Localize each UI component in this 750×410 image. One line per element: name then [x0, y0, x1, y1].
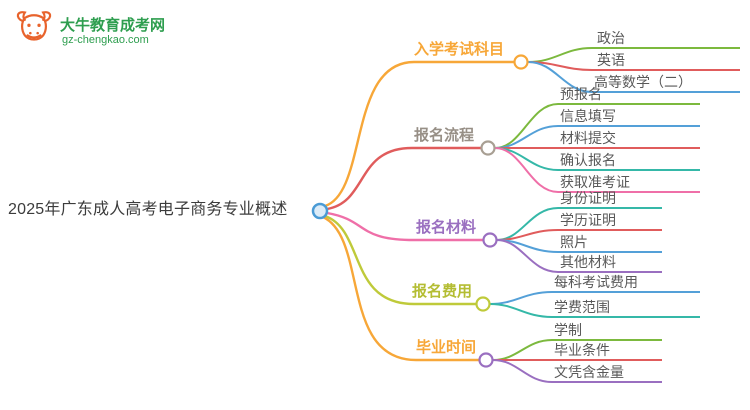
leaf-other-materials: 其他材料 — [560, 254, 616, 270]
center-topic: 2025年广东成人高考电子商务专业概述 — [8, 201, 288, 218]
leaf-pre-registration: 预报名 — [560, 86, 602, 102]
leaf-education-proof: 学历证明 — [560, 212, 616, 228]
leaf-line-english — [527, 61, 740, 71]
logo: 大牛教育成考网 gz-chengkao.com — [12, 6, 212, 58]
leaf-politics: 政治 — [597, 30, 625, 46]
branch-curve-registration-fees — [324, 214, 476, 306]
leaf-english: 英语 — [597, 52, 625, 68]
branch-label-registration-process: 报名流程 — [414, 127, 475, 144]
leaf-study-duration: 学制 — [554, 322, 582, 338]
leaf-advanced-math: 高等数学（二） — [594, 74, 692, 90]
leaf-admission-ticket: 获取准考证 — [560, 174, 630, 190]
leaf-info-filling: 信息填写 — [560, 108, 616, 124]
leaf-line-diploma-value — [492, 359, 662, 383]
branch-curve-graduation-time — [322, 215, 479, 362]
leaf-line-politics — [527, 47, 740, 63]
branch-node-exam-subjects — [513, 54, 529, 70]
leaf-id-proof: 身份证明 — [560, 190, 616, 206]
logo-subtitle: gz-chengkao.com — [62, 34, 149, 46]
branch-label-exam-subjects: 入学考试科目 — [414, 41, 505, 58]
branch-curve-registration-materials — [326, 211, 483, 242]
branch-node-graduation-time — [478, 352, 494, 368]
leaf-line-admission-ticket — [494, 147, 700, 193]
branch-node-registration-materials — [482, 232, 498, 248]
branch-label-graduation-time: 毕业时间 — [416, 339, 477, 356]
branch-curve-exam-subjects — [324, 60, 514, 208]
leaf-material-submission: 材料提交 — [560, 130, 616, 146]
branch-node-registration-process — [480, 140, 496, 156]
logo-title: 大牛教育成考网 — [60, 17, 166, 34]
branch-label-registration-materials: 报名材料 — [416, 219, 477, 236]
leaf-diploma-value: 文凭含金量 — [554, 364, 624, 380]
leaf-graduation-conditions: 毕业条件 — [554, 342, 610, 358]
leaf-line-advanced-math — [527, 61, 740, 93]
leaf-line-tuition-range — [489, 303, 700, 318]
logo-bull-icon — [16, 11, 52, 41]
leaf-tuition-range: 学费范围 — [554, 299, 610, 315]
center-node — [311, 202, 329, 220]
leaf-confirm-registration: 确认报名 — [560, 152, 616, 168]
leaf-exam-fee: 每科考试费用 — [554, 274, 638, 290]
branch-node-registration-fees — [475, 296, 491, 312]
leaf-photo: 照片 — [560, 234, 588, 250]
leaf-line-other-materials — [496, 239, 662, 273]
branch-curve-registration-process — [326, 146, 481, 211]
branch-label-registration-fees: 报名费用 — [412, 283, 473, 300]
